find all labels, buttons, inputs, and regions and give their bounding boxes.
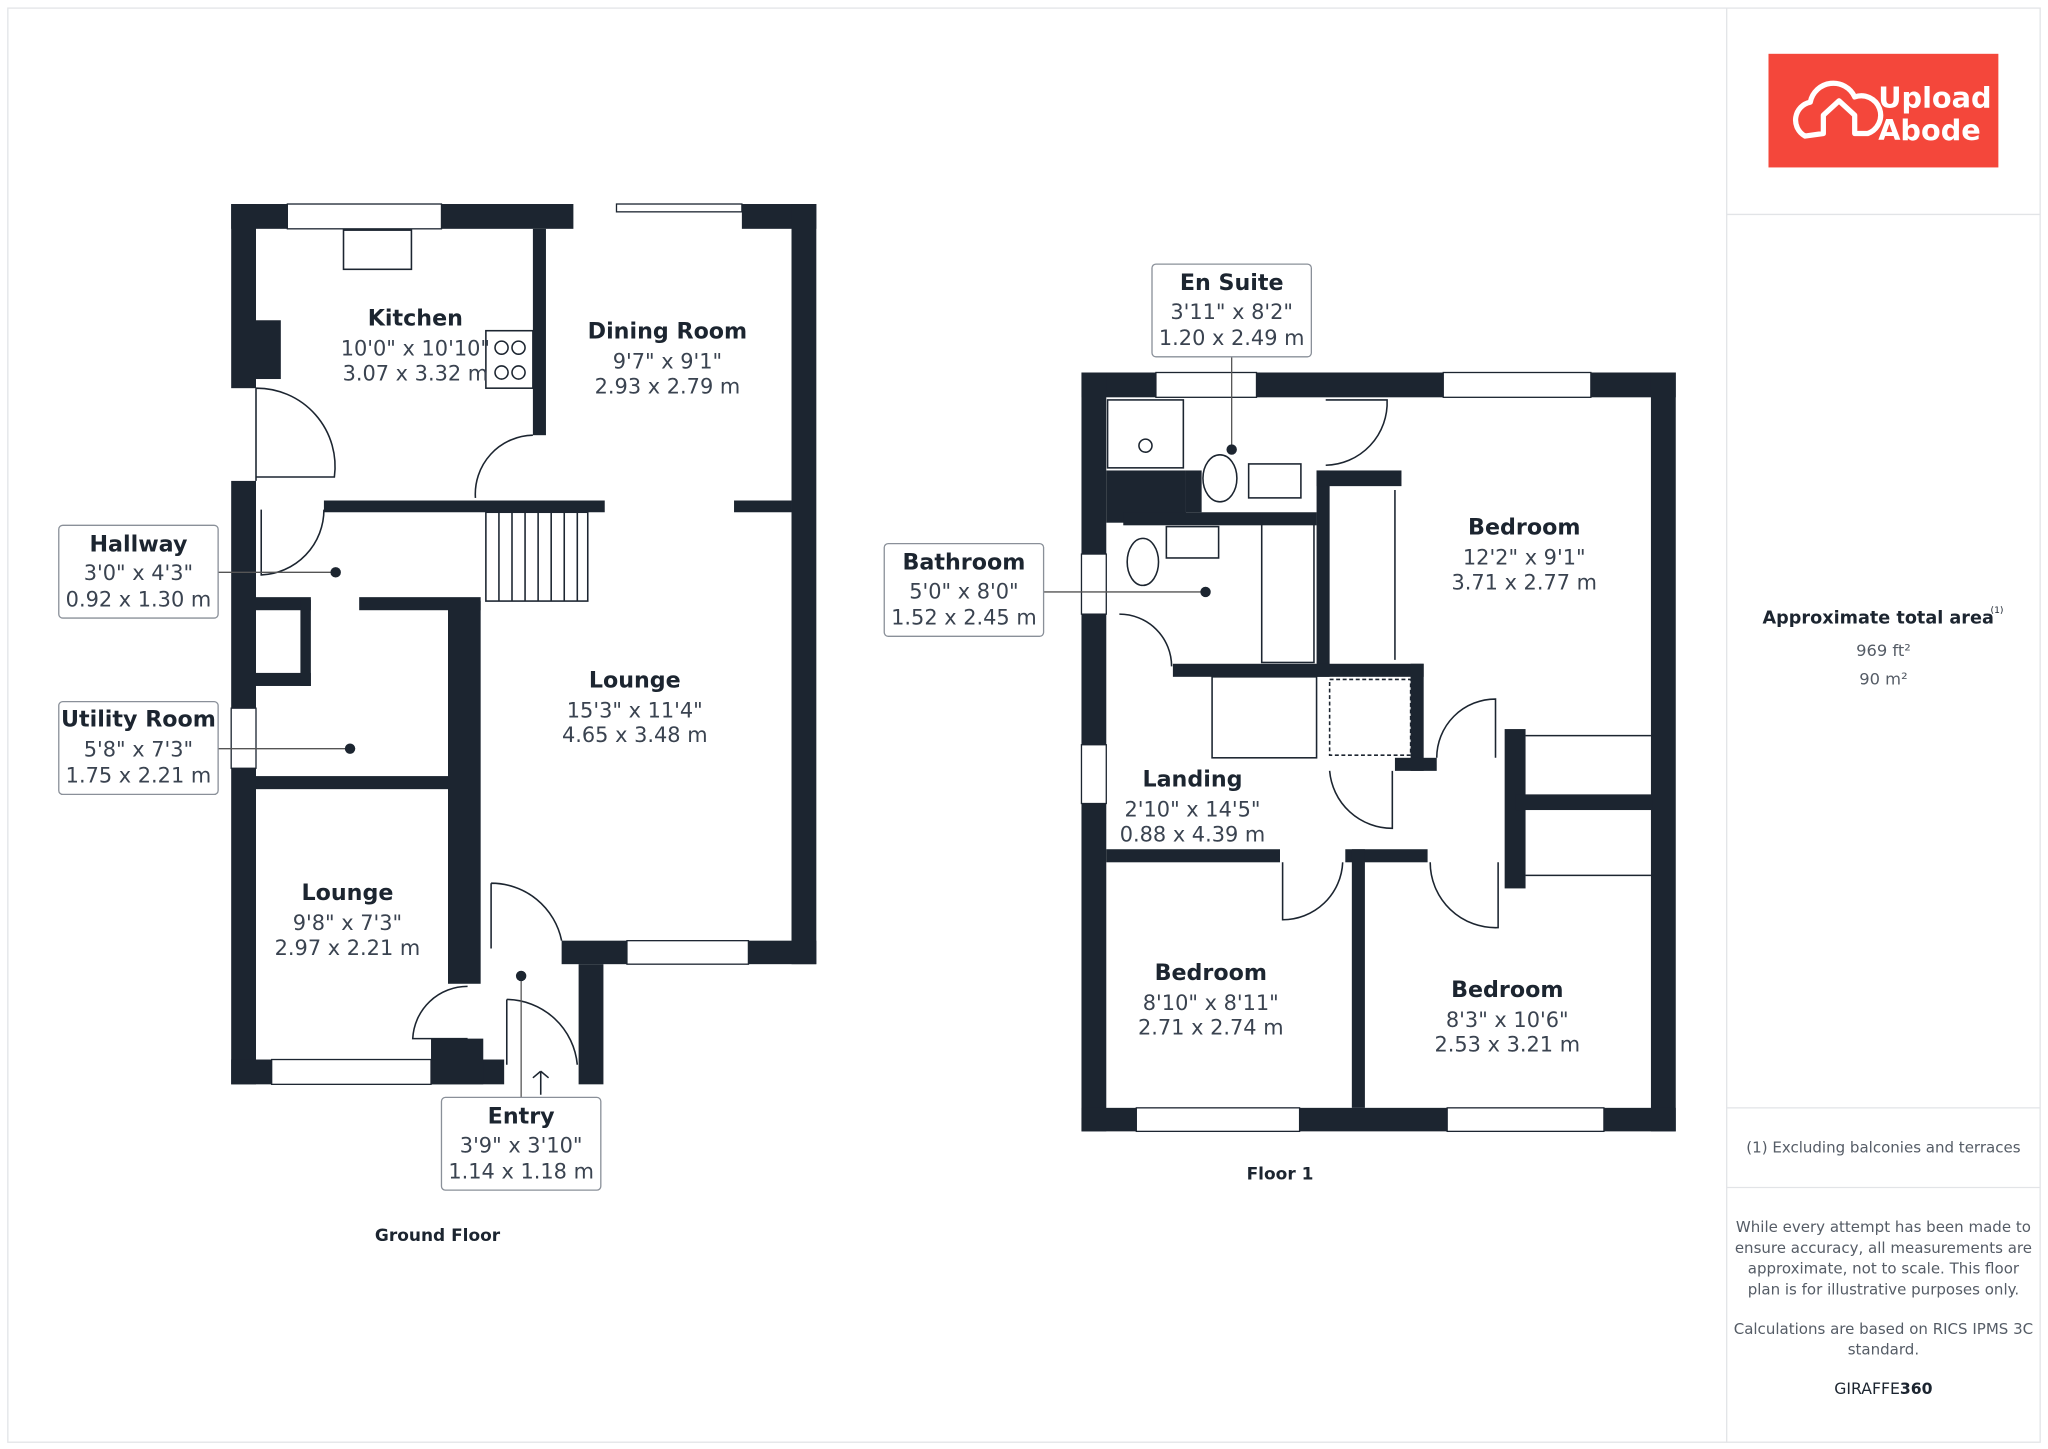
svg-text:Utility Room: Utility Room — [61, 706, 216, 732]
svg-text:3'0" x 4'3": 3'0" x 4'3" — [84, 561, 193, 585]
room-lounge-small: Lounge 9'8" x 7'3"2.97 x 2.21 m — [275, 880, 421, 960]
room-kitchen: Kitchen 10'0" x 10'10"3.07 x 3.32 m — [341, 305, 490, 385]
svg-text:1.52 x 2.45 m: 1.52 x 2.45 m — [891, 606, 1037, 630]
room-lounge-large: Lounge 15'3" x 11'4"4.65 x 3.48 m — [562, 667, 708, 747]
room-dining-room: Dining Room 9'7" x 9'1"2.93 x 2.79 m — [588, 319, 748, 399]
svg-text:2'10" x 14'5": 2'10" x 14'5" — [1124, 798, 1260, 822]
svg-text:12'2" x 9'1": 12'2" x 9'1" — [1463, 545, 1586, 569]
svg-text:Hallway: Hallway — [89, 531, 188, 557]
room-bathroom-callout: Bathroom 5'0" x 8'0" 1.52 x 2.45 m — [883, 542, 1211, 637]
svg-text:2.53 x 3.21 m: 2.53 x 3.21 m — [1434, 1033, 1580, 1057]
svg-text:10'0" x 10'10": 10'0" x 10'10" — [341, 337, 490, 361]
svg-text:Lounge: Lounge — [301, 880, 393, 906]
svg-text:Bedroom: Bedroom — [1155, 960, 1267, 986]
svg-text:En Suite: En Suite — [1180, 270, 1284, 296]
room-utility-callout: Utility Room 5'8" x 7'3"1.75 x 2.21 m — [58, 700, 356, 796]
room-landing: Landing 2'10" x 14'5"0.88 x 4.39 m — [1120, 767, 1266, 847]
svg-text:5'0" x 8'0": 5'0" x 8'0" — [909, 579, 1018, 603]
svg-text:Landing: Landing — [1142, 767, 1242, 793]
upload-abode-logo: Upload Abode — [1768, 53, 1999, 168]
svg-text:Dining Room: Dining Room — [588, 319, 748, 345]
room-hallway-callout: Hallway 3'0" x 4'3"0.92 x 1.30 m — [58, 524, 341, 619]
svg-text:Bedroom: Bedroom — [1468, 514, 1580, 540]
svg-text:3.07 x 3.32 m: 3.07 x 3.32 m — [343, 361, 489, 385]
footnote-mark: (1) — [1991, 606, 2004, 616]
svg-text:9'8" x 7'3": 9'8" x 7'3" — [293, 911, 402, 935]
svg-text:0.92 x 1.30 m: 0.92 x 1.30 m — [66, 587, 212, 611]
floor-label-ground: Ground Floor — [375, 1226, 501, 1246]
disclaimer-line: ensure accuracy, all measurements are — [1735, 1239, 2032, 1257]
svg-text:3'9" x 3'10": 3'9" x 3'10" — [460, 1133, 583, 1157]
svg-text:2.97 x 2.21 m: 2.97 x 2.21 m — [275, 936, 421, 960]
svg-text:4.65 x 3.48 m: 4.65 x 3.48 m — [562, 723, 708, 747]
svg-text:9'7" x 9'1": 9'7" x 9'1" — [613, 350, 722, 374]
svg-text:1.75 x 2.21 m: 1.75 x 2.21 m — [66, 764, 212, 788]
giraffe360-credit: GIRAFFE360 — [1834, 1379, 1932, 1398]
room-bedroom-3: Bedroom 8'3" x 10'6"2.53 x 3.21 m — [1434, 977, 1580, 1057]
svg-text:3'11" x 8'2": 3'11" x 8'2" — [1170, 300, 1293, 324]
svg-text:Abode: Abode — [1878, 113, 1981, 147]
svg-text:Lounge: Lounge — [589, 667, 681, 693]
room-bedroom-2: Bedroom 8'10" x 8'11"2.71 x 2.74 m — [1138, 960, 1284, 1040]
area-m: 90 m² — [1859, 670, 1907, 689]
svg-text:15'3" x 11'4": 15'3" x 11'4" — [567, 698, 703, 722]
floor-label-first: Floor 1 — [1247, 1165, 1314, 1185]
room-bedroom-main: Bedroom 12'2" x 9'1"3.71 x 2.77 m — [1451, 514, 1597, 594]
svg-text:8'3" x 10'6": 8'3" x 10'6" — [1446, 1008, 1569, 1032]
disclaimer-line: approximate, not to scale. This floor — [1748, 1260, 2020, 1278]
room-entry-callout: Entry 3'9" x 3'10"1.14 x 1.18 m — [440, 970, 602, 1191]
svg-text:0.88 x 4.39 m: 0.88 x 4.39 m — [1120, 822, 1266, 846]
svg-text:Bathroom: Bathroom — [902, 550, 1025, 576]
svg-text:2.93 x 2.79 m: 2.93 x 2.79 m — [595, 374, 741, 398]
disclaimer-line: plan is for illustrative purposes only. — [1748, 1281, 2019, 1299]
svg-text:Entry: Entry — [488, 1104, 556, 1130]
svg-text:1.14 x 1.18 m: 1.14 x 1.18 m — [448, 1159, 594, 1183]
floor-1-plan — [1080, 371, 1676, 1133]
svg-text:8'10" x 8'11": 8'10" x 8'11" — [1143, 991, 1279, 1015]
svg-text:5'8" x 7'3": 5'8" x 7'3" — [84, 738, 193, 762]
calc-line: Calculations are based on RICS IPMS 3C — [1734, 1320, 2033, 1338]
room-en-suite-callout: En Suite 3'11" x 8'2"1.20 x 2.49 m — [1151, 263, 1312, 455]
svg-text:1.20 x 2.49 m: 1.20 x 2.49 m — [1159, 326, 1305, 350]
svg-text:3.71 x 2.77 m: 3.71 x 2.77 m — [1451, 570, 1597, 594]
ground-floor-plan — [230, 203, 817, 1095]
svg-text:Bedroom: Bedroom — [1451, 977, 1563, 1003]
calc-line: standard. — [1848, 1341, 1919, 1359]
total-area-title: Approximate total area — [1763, 608, 1994, 628]
svg-text:Kitchen: Kitchen — [368, 305, 463, 331]
area-ft: 969 ft² — [1856, 641, 1911, 660]
svg-text:2.71 x 2.74 m: 2.71 x 2.74 m — [1138, 1016, 1284, 1040]
footnote: (1) Excluding balconies and terraces — [1746, 1138, 2020, 1156]
svg-text:Upload: Upload — [1878, 80, 1991, 114]
cloud-house-icon — [1792, 80, 1884, 139]
disclaimer-line: While every attempt has been made to — [1736, 1218, 2031, 1236]
